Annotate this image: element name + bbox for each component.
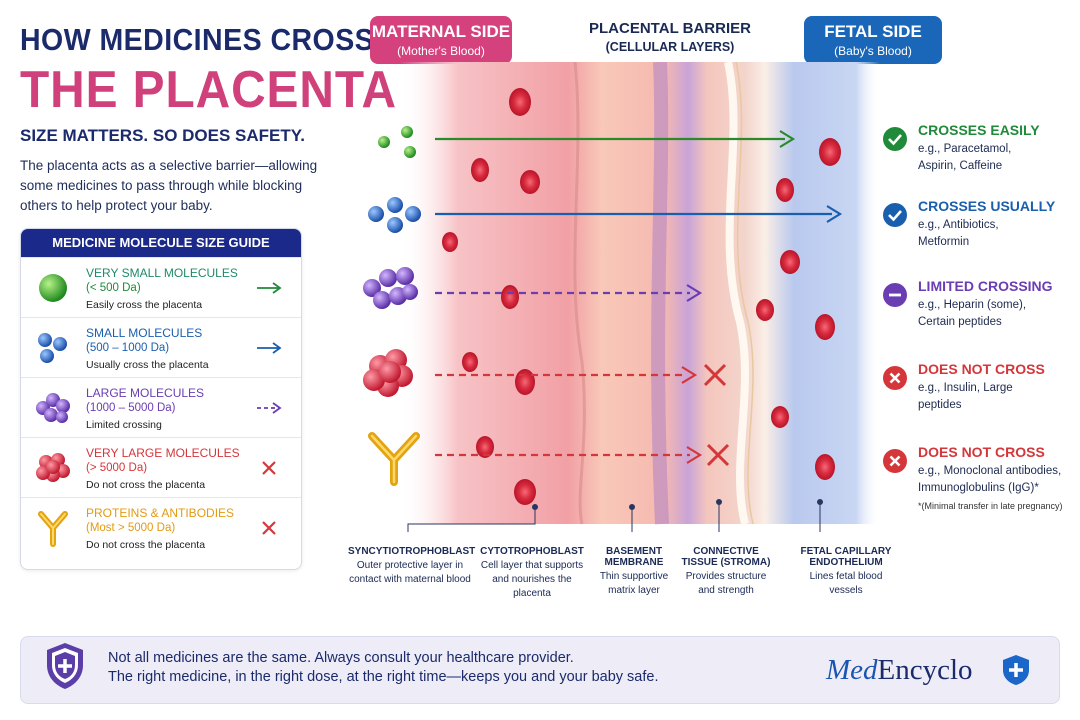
shield-plus-icon [47, 643, 83, 689]
dashed-arrow-icon [257, 402, 282, 414]
fetal-red-blood-cells [756, 138, 841, 480]
guide-row-name: SMALL MOLECULES [86, 326, 203, 340]
small-molecule-icon [368, 197, 421, 233]
size-guide-panel: MEDICINE MOLECULE SIZE GUIDE VERY SMALL … [20, 228, 302, 570]
maternal-red-blood-cells [442, 88, 540, 505]
guide-row-name: LARGE MOLECULES [86, 386, 205, 400]
footnote: *(Minimal transfer in late pregnancy) [918, 501, 1063, 511]
footer-line-2: The right medicine, in the right dose, a… [108, 669, 659, 685]
antibody-molecule-icon [368, 432, 420, 486]
blue-spheres-icon [38, 333, 67, 363]
guide-row-large: LARGE MOLECULES (1000 – 5000 Da) Limited… [21, 377, 301, 438]
arrow-right-icon [257, 282, 282, 294]
antibody-icon [38, 511, 68, 547]
layer-pointer-lines [407, 499, 823, 532]
barrier-subtitle: (CELLULAR LAYERS) [605, 40, 735, 54]
x-circle-icon [883, 449, 907, 473]
molecule-transfer-arrows [363, 126, 843, 486]
guide-row-name: PROTEINS & ANTIBODIES [86, 506, 235, 520]
maternal-side-header: MATERNAL SIDE (Mother's Blood) [370, 16, 512, 64]
check-circle-icon [883, 203, 907, 227]
guide-row-range: (Most > 5000 Da) [86, 522, 176, 534]
maternal-subtitle: (Mother's Blood) [397, 44, 485, 58]
intro-text: The placenta acts as a selective barrier… [20, 158, 318, 213]
guide-row-proteins: PROTEINS & ANTIBODIES (Most > 5000 Da) D… [21, 497, 301, 558]
footer-banner [20, 636, 1060, 704]
x-mark-icon [262, 521, 276, 535]
guide-row-note: Easily cross the placenta [86, 299, 203, 311]
guide-row-very-large: VERY LARGE MOLECULES (> 5000 Da) Do not … [21, 437, 301, 498]
fetal-subtitle: (Baby's Blood) [834, 44, 912, 58]
tagline: SIZE MATTERS. SO DOES SAFETY. [20, 126, 305, 145]
red-cluster-icon [36, 453, 70, 482]
arrow-right-icon [257, 342, 282, 354]
guide-row-note: Do not cross the placenta [86, 539, 206, 551]
layer-label-fetal-endothelium: FETAL CAPILLARY ENDOTHELIUM Lines fetal … [800, 546, 892, 596]
guide-row-range: (1000 – 5000 Da) [86, 402, 176, 414]
x-circle-icon [883, 366, 907, 390]
guide-row-small: SMALL MOLECULES (500 – 1000 Da) Usually … [21, 317, 301, 378]
placental-barrier-header: PLACENTAL BARRIER (CELLULAR LAYERS) [570, 20, 770, 54]
fetal-side-header: FETAL SIDE (Baby's Blood) [804, 16, 942, 64]
layer-label-syncytiotrophoblast: SYNCYTIOTROPHOBLAST Outer protective lay… [348, 546, 476, 585]
very-large-molecule-icon [363, 349, 413, 397]
guide-row-range: (500 – 1000 Da) [86, 342, 170, 354]
guide-row-range: (> 5000 Da) [86, 462, 148, 474]
brand-shield-icon [1003, 655, 1029, 685]
guide-row-range: (< 500 Da) [86, 282, 141, 294]
title-line-1: HOW MEDICINES CROSS [20, 22, 375, 57]
brand-logo: MedEncyclo [826, 654, 973, 686]
maternal-title: MATERNAL SIDE [371, 22, 511, 41]
guide-row-very-small: VERY SMALL MOLECULES (< 500 Da) Easily c… [21, 257, 301, 318]
layer-label-connective-tissue: CONNECTIVE TISSUE (STROMA) Provides stru… [681, 546, 771, 596]
barrier-title: PLACENTAL BARRIER [589, 20, 751, 37]
purple-cluster-icon [36, 393, 70, 423]
guide-row-note: Limited crossing [86, 419, 162, 431]
layer-label-basement-membrane: BASEMENT MEMBRANE Thin supportive matrix… [599, 546, 669, 596]
fetal-title: FETAL SIDE [824, 22, 922, 41]
title-line-2: THE PLACENTA [20, 61, 397, 119]
very-small-molecule-icon [378, 126, 416, 158]
guide-row-note: Usually cross the placenta [86, 359, 209, 371]
x-mark-icon [262, 461, 276, 475]
minus-circle-icon [883, 283, 907, 307]
large-molecule-icon [363, 267, 418, 309]
green-sphere-icon [39, 274, 67, 302]
footer-line-1: Not all medicines are the same. Always c… [108, 650, 574, 666]
check-circle-icon [883, 127, 907, 151]
guide-row-name: VERY SMALL MOLECULES [86, 266, 238, 280]
size-guide-title: MEDICINE MOLECULE SIZE GUIDE [21, 229, 301, 257]
layer-label-cytotrophoblast: CYTOTROPHOBLAST Cell layer that supports… [480, 546, 584, 599]
guide-row-name: VERY LARGE MOLECULES [86, 446, 240, 460]
guide-row-note: Do not cross the placenta [86, 479, 206, 491]
